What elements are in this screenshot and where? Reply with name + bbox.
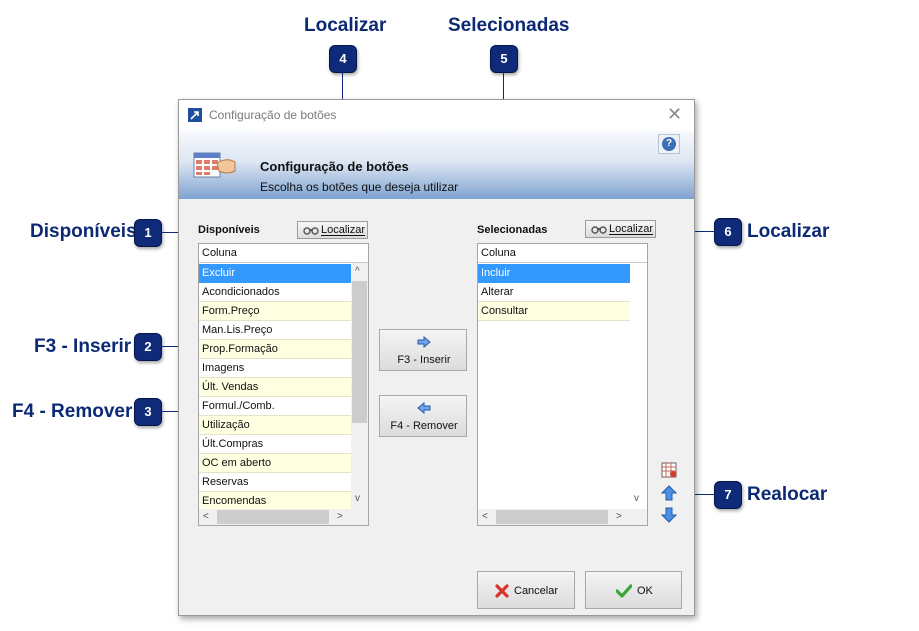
- binoculars-icon: [303, 225, 319, 238]
- remove-button[interactable]: F4 - Remover: [379, 395, 467, 437]
- list-item[interactable]: Reservas: [199, 473, 351, 492]
- list-item[interactable]: Acondicionados: [199, 283, 351, 302]
- help-icon: ?: [662, 137, 676, 151]
- list-item[interactable]: Utilização: [199, 416, 351, 435]
- list-item[interactable]: Últ.Compras: [199, 435, 351, 454]
- scroll-left-icon[interactable]: <: [203, 511, 209, 522]
- available-search-label: Localizar: [321, 224, 366, 236]
- list-item[interactable]: Incluir: [478, 264, 630, 283]
- list-item[interactable]: Form.Preço: [199, 302, 351, 321]
- available-vertical-scrollbar[interactable]: ^ v: [351, 263, 368, 509]
- callout-3-label: F4 - Remover: [12, 401, 133, 422]
- scroll-thumb[interactable]: [352, 281, 367, 423]
- available-label: Disponíveis: [198, 224, 260, 236]
- cancel-icon: [495, 584, 509, 601]
- move-up-icon[interactable]: [660, 485, 678, 501]
- scroll-down-icon[interactable]: v: [355, 493, 360, 504]
- selected-list[interactable]: Coluna Incluir Alterar Consultar v < >: [477, 243, 648, 526]
- ok-button[interactable]: OK: [585, 571, 682, 609]
- available-list[interactable]: Coluna Excluir Acondicionados Form.Preço…: [198, 243, 369, 526]
- grid-reorder-icon[interactable]: [661, 462, 677, 478]
- scroll-down-icon[interactable]: v: [634, 493, 639, 504]
- callout-4-badge: 4: [329, 45, 357, 73]
- callout-4-label: Localizar: [304, 15, 387, 36]
- callout-2-label: F3 - Inserir: [34, 336, 132, 357]
- callout-1-label: Disponíveis: [30, 221, 137, 242]
- list-item[interactable]: Excluir: [199, 264, 351, 283]
- title-bar[interactable]: Configuração de botões ✕: [179, 100, 694, 131]
- buttons-config-icon: [193, 151, 237, 184]
- callout-7-badge: 7: [714, 481, 742, 509]
- selected-search-button[interactable]: Localizar: [585, 220, 656, 238]
- list-item[interactable]: OC em aberto: [199, 454, 351, 473]
- scroll-right-icon[interactable]: >: [337, 511, 343, 522]
- callout-5-badge: 5: [490, 45, 518, 73]
- selected-horizontal-scrollbar[interactable]: < >: [478, 509, 647, 525]
- header-banner: Configuração de botões Escolha os botões…: [179, 131, 694, 199]
- binoculars-icon: [591, 224, 607, 237]
- config-buttons-dialog: Configuração de botões ✕ Configuração de…: [178, 99, 695, 616]
- banner-title: Configuração de botões: [260, 159, 409, 174]
- list-item[interactable]: Últ. Vendas: [199, 378, 351, 397]
- banner-subtitle: Escolha os botões que deseja utilizar: [260, 180, 459, 194]
- help-button[interactable]: ?: [658, 134, 680, 154]
- scroll-thumb[interactable]: [217, 510, 329, 524]
- callout-6-badge: 6: [714, 218, 742, 246]
- cancel-button[interactable]: Cancelar: [477, 571, 575, 609]
- list-item[interactable]: Consultar: [478, 302, 630, 321]
- callout-6-label: Localizar: [747, 221, 830, 242]
- arrow-left-icon: [417, 401, 431, 417]
- insert-button[interactable]: F3 - Inserir: [379, 329, 467, 371]
- ok-button-label: OK: [637, 585, 653, 597]
- scroll-left-icon[interactable]: <: [482, 511, 488, 522]
- list-item[interactable]: Imagens: [199, 359, 351, 378]
- selected-vertical-scrollbar[interactable]: v: [630, 263, 647, 509]
- scroll-thumb[interactable]: [496, 510, 608, 524]
- callout-7-line: [684, 494, 714, 495]
- check-icon: [615, 584, 633, 601]
- move-down-icon[interactable]: [660, 507, 678, 523]
- list-item[interactable]: Formul./Comb.: [199, 397, 351, 416]
- app-icon: [188, 108, 202, 122]
- selected-column-header: Coluna: [478, 244, 647, 263]
- callout-7-label: Realocar: [747, 484, 828, 505]
- list-item[interactable]: Alterar: [478, 283, 630, 302]
- window-title: Configuração de botões: [209, 108, 337, 122]
- insert-button-label: F3 - Inserir: [397, 354, 451, 366]
- callout-3-badge: 3: [134, 398, 162, 426]
- close-icon[interactable]: ✕: [667, 104, 683, 124]
- available-horizontal-scrollbar[interactable]: < >: [199, 509, 368, 525]
- callout-2-badge: 2: [134, 333, 162, 361]
- selected-search-label: Localizar: [609, 223, 654, 235]
- cancel-button-label: Cancelar: [514, 585, 559, 597]
- callout-1-badge: 1: [134, 219, 162, 247]
- scroll-up-icon[interactable]: ^: [355, 266, 360, 277]
- selected-label: Selecionadas: [477, 224, 548, 236]
- available-column-header: Coluna: [199, 244, 368, 263]
- callout-5-label: Selecionadas: [448, 15, 570, 36]
- list-item[interactable]: Man.Lis.Preço: [199, 321, 351, 340]
- list-item[interactable]: Prop.Formação: [199, 340, 351, 359]
- scroll-right-icon[interactable]: >: [616, 511, 622, 522]
- remove-button-label: F4 - Remover: [390, 420, 458, 432]
- available-search-button[interactable]: Localizar: [297, 221, 368, 239]
- arrow-right-icon: [417, 335, 431, 351]
